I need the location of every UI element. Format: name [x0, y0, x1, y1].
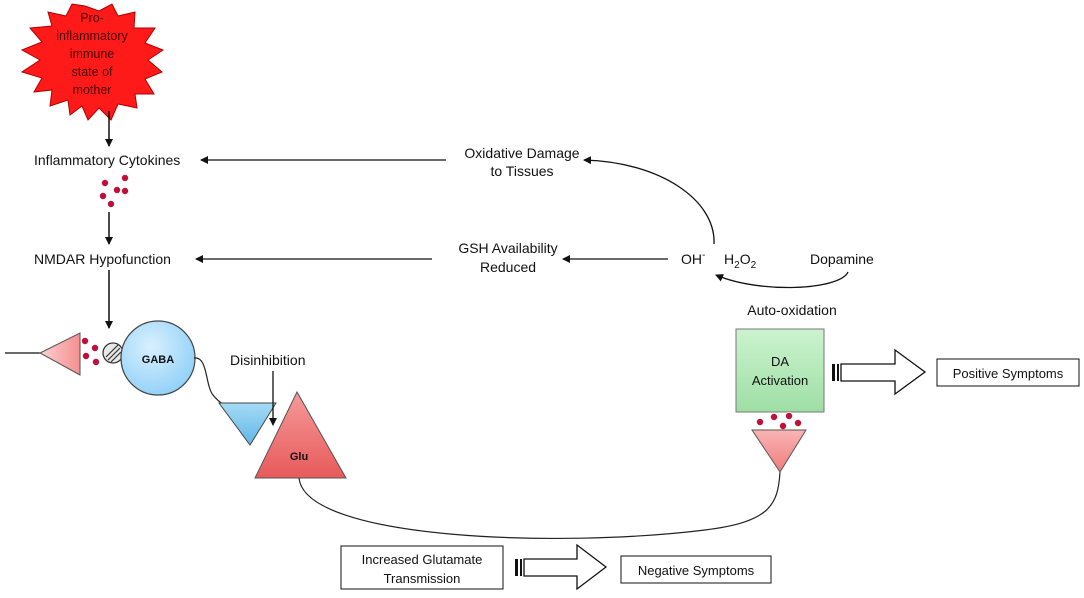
star-line-4: state of [72, 65, 114, 79]
gsh-line-1: GSH Availability [458, 240, 557, 256]
positive-symptoms-label: Positive Symptoms [953, 366, 1064, 381]
presynaptic-terminal [38, 332, 81, 376]
gaba-terminal [218, 402, 277, 446]
arrow-h2o2-to-oxidative [583, 156, 715, 245]
glu-axon-to-da [298, 471, 781, 539]
negative-symptoms-box [620, 555, 772, 584]
da-vesicle-dots [756, 411, 803, 430]
gsh-line-2: Reduced [480, 259, 536, 275]
star-line-5: mother [73, 83, 112, 97]
gaba-label: GABA [142, 354, 174, 366]
negative-symptoms-label: Negative Symptoms [638, 563, 755, 578]
star-line-1: Pro- [80, 11, 104, 25]
inflammatory-cytokines-label: Inflammatory Cytokines [34, 152, 180, 168]
da-terminal [751, 429, 807, 473]
synaptic-vesicle-dots [81, 336, 101, 366]
star-line-3: immune [70, 47, 115, 61]
da-line-2: Activation [752, 373, 808, 388]
disinhibition-label: Disinhibition [230, 352, 305, 368]
da-activation-box [735, 328, 825, 413]
oh-label: OH- [681, 250, 705, 267]
dopamine-label: Dopamine [810, 251, 874, 267]
increased-glutamate-box [340, 545, 504, 590]
glu-label: Glu [290, 451, 308, 463]
negative-outcome-arrow [515, 543, 608, 591]
da-line-1: DA [771, 354, 789, 369]
glu-neuron [254, 390, 347, 479]
positive-symptoms-box [936, 358, 1080, 387]
oxidative-damage-line-1: Oxidative Damage [464, 145, 579, 161]
auto-oxidation-label: Auto-oxidation [747, 302, 837, 318]
positive-outcome-arrow [832, 348, 927, 396]
h2o2-label: H2O2 [724, 251, 757, 271]
star-line-2: inflammatory [56, 29, 128, 43]
cytokine-dots [99, 173, 130, 208]
oxidative-damage-line-2: to Tissues [490, 163, 553, 179]
increased-glutamate-line-2: Transmission [384, 571, 461, 586]
inflammatory-star-shape [20, 3, 165, 121]
increased-glutamate-line-1: Increased Glutamate [362, 552, 483, 567]
nmda-receptor-icon [102, 342, 124, 364]
arrow-dopamine-to-oh [715, 271, 849, 289]
nmdar-hypofunction-label: NMDAR Hypofunction [34, 251, 171, 267]
